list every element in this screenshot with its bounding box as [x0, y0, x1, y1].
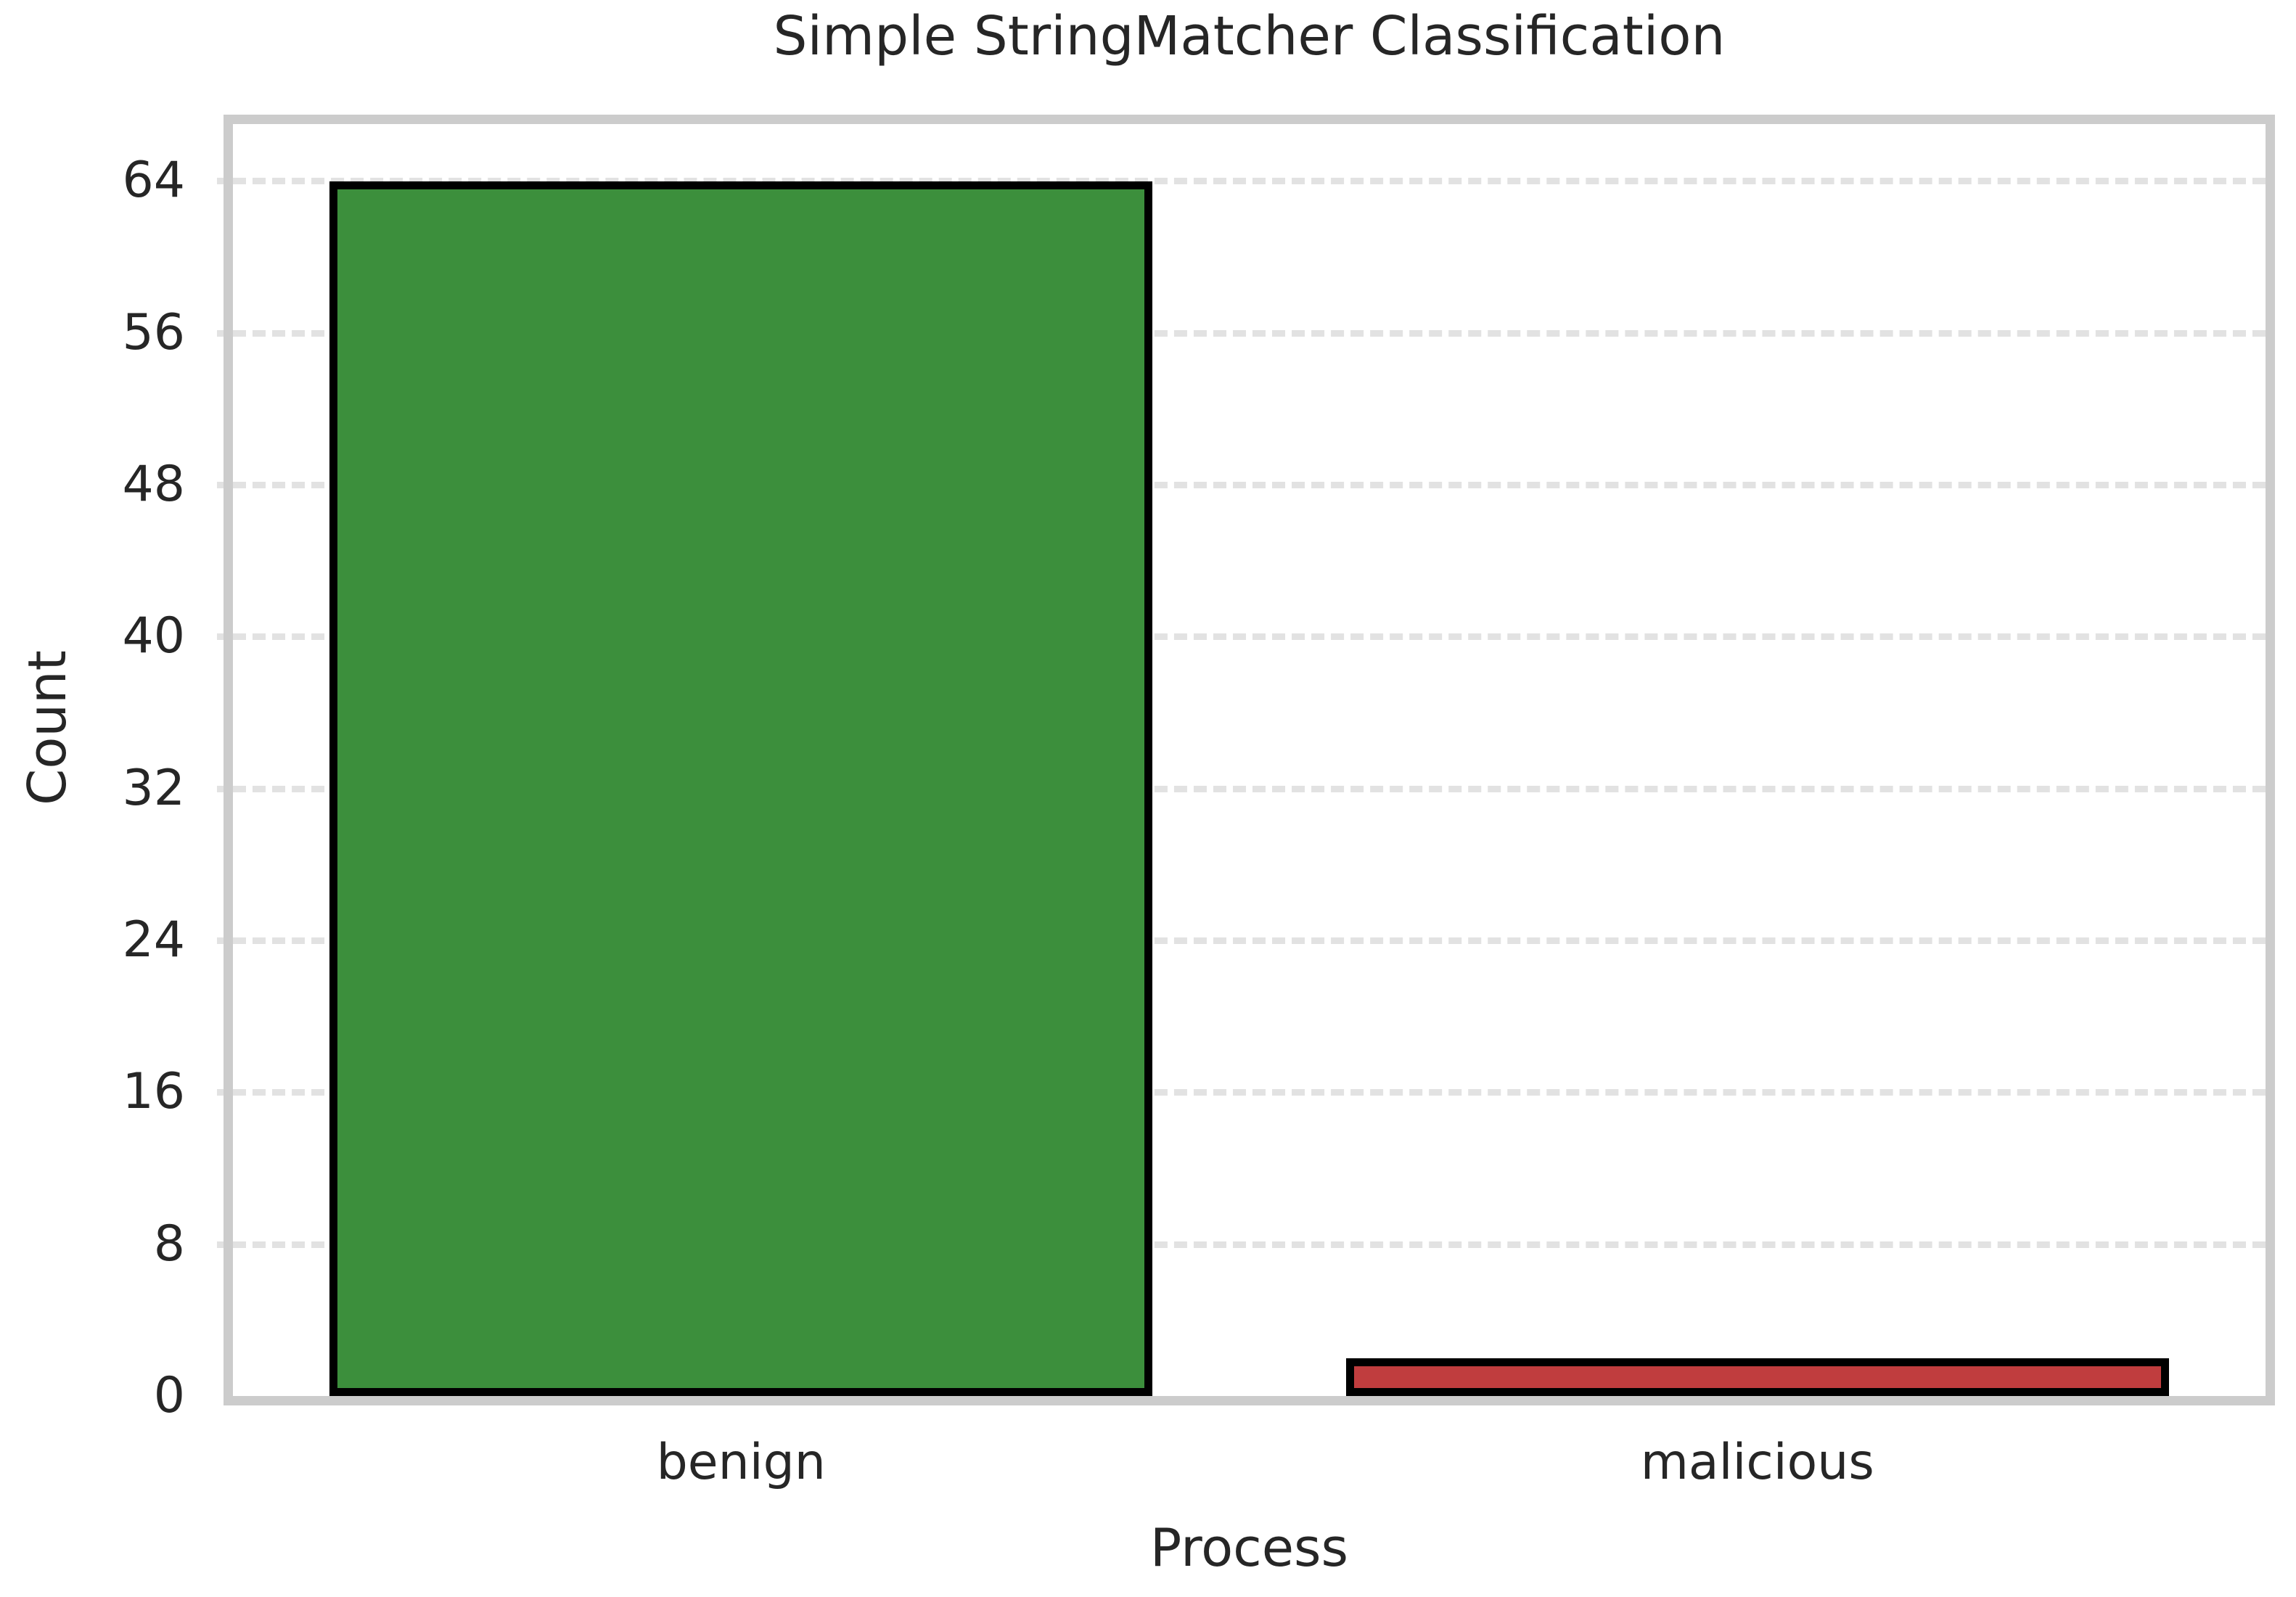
bar-malicious[interactable] [1345, 1358, 2169, 1396]
y-tick-label: 24 [122, 911, 185, 969]
gridline [233, 633, 2266, 641]
page-title: Simple StringMatcher Classification [773, 5, 1726, 67]
y-tick-label: 16 [122, 1063, 185, 1121]
y-tick-label: 40 [122, 607, 185, 665]
y-tick-label: 8 [153, 1215, 185, 1273]
x-tick-label: benign [656, 1434, 826, 1491]
y-tick-label: 64 [122, 152, 185, 210]
y-tick-label: 48 [122, 456, 185, 514]
gridline [233, 937, 2266, 945]
y-tick-label: 0 [153, 1367, 185, 1424]
plot-area [233, 124, 2266, 1396]
y-tick-label: 56 [122, 303, 185, 361]
gridline [233, 178, 2266, 185]
gridline [233, 1241, 2266, 1248]
x-axis-label: Process [1149, 1517, 1349, 1578]
gridline [233, 329, 2266, 337]
gridline [233, 482, 2266, 489]
bar-benign[interactable] [329, 181, 1153, 1396]
x-tick-label: malicious [1640, 1434, 1874, 1491]
gridline [233, 785, 2266, 792]
gridline [233, 1089, 2266, 1096]
y-tick-label: 32 [122, 759, 185, 817]
